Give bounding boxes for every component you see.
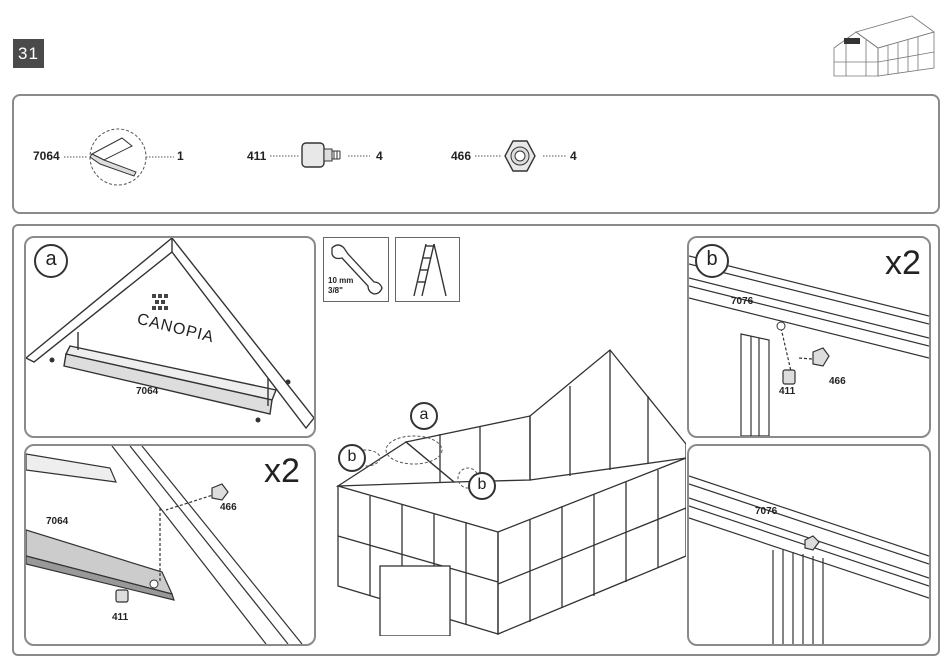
callout-b-right: b (468, 472, 496, 500)
detail-panel-a2: x2 7064 411 466 (24, 444, 316, 646)
part-label-7064: 7064 (136, 386, 158, 397)
part-code-7064: 7064 (33, 149, 60, 163)
part-code-411: 411 (247, 149, 266, 163)
part-label-7076: 7076 (731, 296, 753, 307)
part-label-7064: 7064 (46, 516, 68, 527)
detail-badge-a: a (34, 244, 68, 278)
end-cap-bracket-icon (62, 126, 182, 188)
part-label-7076: 7076 (755, 506, 777, 517)
wrench-size-mm: 10 mm (328, 276, 353, 285)
ladder-tool (395, 237, 460, 302)
part-label-466: 466 (220, 502, 237, 513)
detail-badge-b: b (695, 244, 729, 278)
part-label-411: 411 (779, 386, 795, 397)
wrench-size-in: 3/8" (328, 286, 343, 295)
greenhouse-thumbnail-icon (826, 10, 938, 82)
part-qty-7064: 1 (177, 149, 184, 163)
detail-panel-b2: 7076 (687, 444, 931, 646)
part-label-411: 411 (112, 612, 128, 623)
step-number: 31 (13, 39, 44, 68)
greenhouse-overview: a b b (330, 346, 686, 636)
wrench-tool: 10 mm 3/8" (323, 237, 389, 302)
callout-a: a (410, 402, 438, 430)
part-code-466: 466 (451, 149, 471, 163)
hex-nut-icon (475, 137, 570, 175)
part-qty-411: 4 (376, 149, 383, 163)
detail-panel-a: a CANOPIA 7064 (24, 236, 316, 438)
multiplier-x2: x2 (885, 244, 921, 283)
part-label-466: 466 (829, 376, 846, 387)
square-bolt-icon (270, 138, 374, 174)
multiplier-x2: x2 (264, 452, 300, 491)
detail-panel-b: b x2 7076 411 466 (687, 236, 931, 438)
part-qty-466: 4 (570, 149, 577, 163)
callout-b-left: b (338, 444, 366, 472)
ladder-icon (396, 238, 459, 301)
